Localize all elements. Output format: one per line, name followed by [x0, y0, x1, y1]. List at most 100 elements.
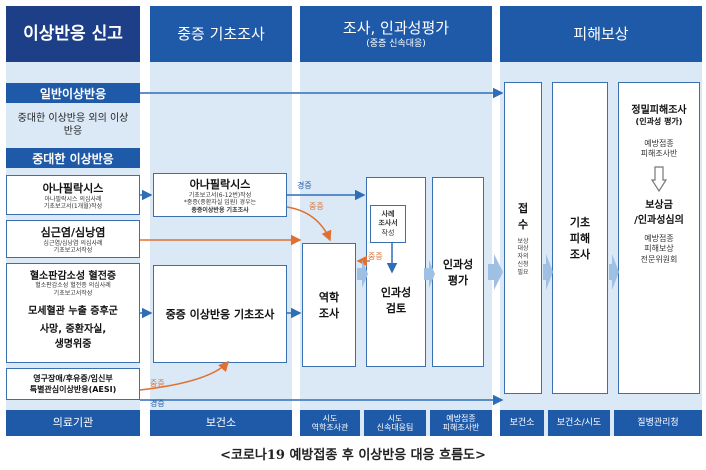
- severe-label-text: 중증: [150, 379, 165, 388]
- aesi-title: 특별관심이상반응(AESI): [29, 385, 117, 394]
- precise-damage-box: 정밀피해조사 (인과성 평가) 예방접종 피해조사반 보상금 /인과성심의 예방…: [618, 82, 700, 394]
- compensation-title: /인과성심의: [634, 214, 684, 226]
- anaphylaxis-survey-sub: *중증(중환자실 입원) 경우는: [183, 199, 257, 207]
- footer-health-center-2: 보건소: [500, 410, 544, 436]
- anaphylaxis-survey-title: 아나필락시스: [189, 177, 251, 191]
- severe-label-case: 중증: [368, 251, 383, 262]
- myocarditis-report-title: 심근염/심낭염: [40, 225, 106, 239]
- causality-review-text: 검토: [385, 302, 407, 315]
- anaphylaxis-survey-sub: 중증이상반응 기초조사: [191, 206, 249, 214]
- anaphylaxis-severe-arrow: [286, 206, 332, 242]
- basic-survey-title: 중증 이상반응 기초조사: [165, 308, 275, 321]
- review-to-eval-block-arrow: [424, 260, 435, 288]
- causality-eval-text: 인과성: [442, 258, 474, 271]
- footer-text: 예방접종: [446, 413, 476, 423]
- epi-to-review-block-arrow: [357, 260, 368, 288]
- general-reaction-label: 일반이상반응: [39, 86, 107, 101]
- basic-damage-text: 조사: [569, 248, 591, 261]
- precise-team: 예방접종: [644, 139, 674, 148]
- anaphylaxis-report-title: 아나필락시스: [42, 181, 104, 195]
- death-title: 사망, 중환자실,: [39, 324, 107, 335]
- receipt-sub: 자의: [517, 253, 529, 261]
- epi-investigation-text: 조사: [318, 307, 340, 320]
- damage-to-precise-block-arrow: [609, 254, 619, 290]
- anaphylaxis-report-sub: 기초보고서(1개월)작성: [43, 203, 103, 210]
- myocarditis-report-sub: 심근염/심낭염 의심사례: [43, 239, 103, 247]
- light-label-text: 경증: [150, 399, 165, 408]
- precise-subtitle: (인과성 평가): [635, 117, 683, 126]
- header-compensation-text: 피해보상: [573, 25, 629, 43]
- receipt-sub: 대상: [517, 245, 529, 253]
- header-reporting: 이상반응 신고: [6, 6, 140, 62]
- footer-text: 신속대응팀: [376, 423, 414, 432]
- header-compensation: 피해보상: [500, 6, 702, 62]
- light-label-bottom: 경증: [150, 398, 165, 409]
- footer-health-center: 보건소: [150, 410, 292, 436]
- footer-health-center-province: 보건소/시도: [548, 410, 610, 436]
- causality-review: 인과성 검토: [366, 275, 426, 325]
- receipt-to-damage-block-arrow: [543, 254, 553, 290]
- basic-damage-text: 피해: [569, 232, 591, 245]
- footer-text: 보건소/시도: [556, 417, 602, 428]
- header-basic-survey-text: 중증 기초조사: [177, 25, 265, 43]
- ttp-sub: 혈소판감소성 혈전증 의심사례: [35, 282, 111, 289]
- severe-label-text: 중증: [309, 202, 324, 211]
- receipt-sub: 보상: [517, 237, 529, 245]
- compensation-committee: 예방접종: [644, 233, 674, 243]
- compensation-committee: 전문위원회: [640, 254, 678, 264]
- severe-label-bottom: 중증: [150, 378, 165, 389]
- footer-text: 질병관리청: [637, 417, 679, 428]
- non-serious-text: 중대한 이상반응 외의 이상반응: [6, 107, 140, 143]
- receipt-box: 접 수 보상 대상 자의 신청 필요: [504, 82, 542, 394]
- causality-eval-text: 평가: [447, 274, 469, 287]
- eval-to-receipt-block-arrow: [488, 254, 503, 290]
- non-serious-label: 중대한 이상반응 외의 이상반응: [17, 112, 129, 138]
- caption: <코로나19 예방접종 후 이상반응 대응 흐름도>: [0, 444, 706, 466]
- myocarditis-report-box: 심근염/심낭염 심근염/심낭염 의심사례 기초보고서작성: [6, 220, 140, 258]
- receipt-title: 접: [517, 201, 529, 215]
- compensation-title: 보상금: [645, 199, 673, 211]
- header-investigation-title: 조사, 인과성평가: [342, 18, 450, 37]
- anaphylaxis-report-sub: 아나필락시스 의심사례: [44, 195, 102, 203]
- ttp-sub: 기초보고서작성: [53, 289, 93, 297]
- epi-investigation-text: 역학: [318, 291, 340, 304]
- footer-text: 시도: [387, 413, 403, 423]
- precise-team: 피해조사반: [640, 149, 678, 159]
- severe-label-text: 중증: [368, 252, 383, 261]
- header-basic-survey: 중증 기초조사: [150, 6, 292, 62]
- footer-text: 보건소: [509, 417, 535, 428]
- basic-survey-box: 중증 이상반응 기초조사: [153, 265, 287, 363]
- permanent-aesi-box: 영구장애/후유증/임신부 특별관심이상반응(AESI): [6, 368, 140, 400]
- serious-reaction-bar: 중대한 이상반응: [6, 148, 140, 168]
- header-reporting-text: 이상반응 신고: [23, 23, 123, 44]
- receipt-sub: 신청: [517, 260, 529, 268]
- permanent-severe-arrow: [139, 360, 230, 391]
- cls-title: 모세혈관 누출 증후군: [28, 306, 118, 317]
- footer-text: 시도: [322, 413, 338, 423]
- receipt-sub: 필요: [517, 268, 529, 276]
- permanent-title: 영구장애/후유증/임신부: [33, 374, 113, 383]
- severe-conditions-box: 혈소판감소성 혈전증 혈소판감소성 혈전증 의심사례 기초보고서작성 모세혈관 …: [6, 263, 140, 363]
- down-arrow-icon: [651, 166, 667, 192]
- epi-investigation-box: 역학 조사: [302, 243, 356, 367]
- ttp-title: 혈소판감소성 혈전증: [29, 271, 117, 282]
- causality-eval-box: 인과성 평가: [432, 177, 484, 367]
- case-report-text: 작성: [381, 228, 395, 237]
- footer-text: 보건소: [205, 415, 237, 429]
- precise-title: 정밀피해조사: [631, 105, 687, 116]
- case-report-text: 사례: [381, 210, 395, 219]
- myocarditis-report-sub: 기초보고서작성: [53, 247, 93, 254]
- footer-medical-institution: 의료기관: [6, 410, 140, 436]
- light-label: 경증: [297, 180, 312, 191]
- case-report-text: 조사서: [378, 219, 398, 228]
- basic-damage-text: 기초: [569, 216, 591, 229]
- footer-text: 의료기관: [52, 415, 94, 429]
- anaphylaxis-survey-box: 아나필락시스 기초보고서(6-12번)작성 *중증(중환자실 입원) 경우는 중…: [153, 173, 287, 217]
- footer-text: 피해조사반: [442, 423, 480, 432]
- header-investigation-subtitle: (중증 신속대응): [366, 38, 426, 49]
